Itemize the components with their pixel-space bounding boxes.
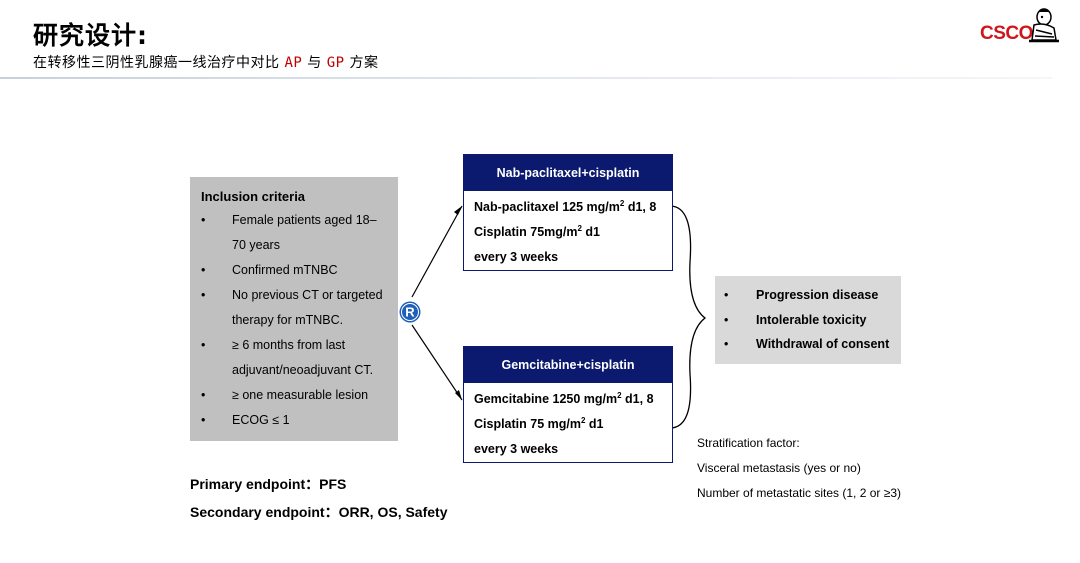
arm-dose-line: Gemcitabine 1250 mg/m2 d1, 8 bbox=[474, 391, 654, 407]
primary-endpoint: Primary endpoint：PFS bbox=[190, 476, 347, 492]
arrowhead-arm-gp bbox=[455, 390, 462, 400]
bullet-icon: • bbox=[201, 388, 206, 402]
merge-brace bbox=[669, 205, 707, 429]
subtitle-regimen-ap: AP bbox=[284, 55, 303, 71]
discontinuation-criteria-box: •Progression disease •Intolerable toxici… bbox=[715, 276, 901, 364]
inclusion-criteria-box: Inclusion criteria •Female patients aged… bbox=[190, 177, 398, 441]
arrow-to-arm-gp bbox=[411, 324, 463, 401]
bullet-icon: • bbox=[201, 413, 206, 427]
bullet-icon: • bbox=[724, 337, 729, 351]
mascot-icon bbox=[1029, 8, 1059, 43]
page-subtitle: 在转移性三阴性乳腺癌一线治疗中对比 AP 与 GP 方案 bbox=[33, 52, 379, 72]
bullet-icon: • bbox=[201, 288, 206, 302]
bullet-icon: • bbox=[201, 263, 206, 277]
arrow-to-arm-ap bbox=[411, 205, 463, 298]
bullet-icon: • bbox=[724, 288, 729, 302]
inclusion-title: Inclusion criteria bbox=[201, 189, 306, 204]
arm-nab-paclitaxel-cisplatin: Nab-paclitaxel+cisplatin Nab-paclitaxel … bbox=[463, 154, 673, 271]
bullet-icon: • bbox=[201, 213, 206, 227]
page-title: 研究设计: bbox=[33, 21, 148, 50]
arm-dose-line: Cisplatin 75 mg/m2 d1 bbox=[474, 416, 604, 432]
arm-schedule: every 3 weeks bbox=[474, 250, 559, 264]
subtitle-regimen-gp: GP bbox=[326, 55, 345, 71]
bullet-icon: • bbox=[724, 313, 729, 327]
arm-title: Nab-paclitaxel+cisplatin bbox=[464, 155, 672, 191]
arrowhead-arm-ap bbox=[454, 206, 462, 215]
stratification-item: Visceral metastasis (yes or no) bbox=[697, 461, 861, 475]
csco-logo: CSCO bbox=[980, 6, 1060, 46]
header-divider bbox=[0, 77, 1052, 79]
secondary-endpoint: Secondary endpoint：ORR, OS, Safety bbox=[190, 504, 448, 520]
randomization-label: R bbox=[405, 305, 415, 320]
arm-dose-line: Nab-paclitaxel 125 mg/m2 d1, 8 bbox=[474, 199, 657, 215]
stratification-title: Stratification factor: bbox=[697, 436, 800, 450]
arm-gemcitabine-cisplatin: Gemcitabine+cisplatin Gemcitabine 1250 m… bbox=[463, 346, 673, 463]
stratification-item: Number of metastatic sites (1, 2 or ≥3) bbox=[697, 486, 901, 500]
subtitle-text-post: 方案 bbox=[344, 55, 379, 71]
arm-schedule: every 3 weeks bbox=[474, 442, 559, 456]
subtitle-text-mid: 与 bbox=[302, 55, 327, 71]
bullet-icon: • bbox=[201, 338, 206, 352]
csco-logo-text: CSCO bbox=[980, 23, 1033, 44]
arm-dose-line: Cisplatin 75mg/m2 d1 bbox=[474, 224, 601, 240]
subtitle-text-pre: 在转移性三阴性乳腺癌一线治疗中对比 bbox=[33, 55, 285, 71]
arm-title: Gemcitabine+cisplatin bbox=[464, 347, 672, 383]
randomization-badge: R bbox=[399, 301, 421, 323]
